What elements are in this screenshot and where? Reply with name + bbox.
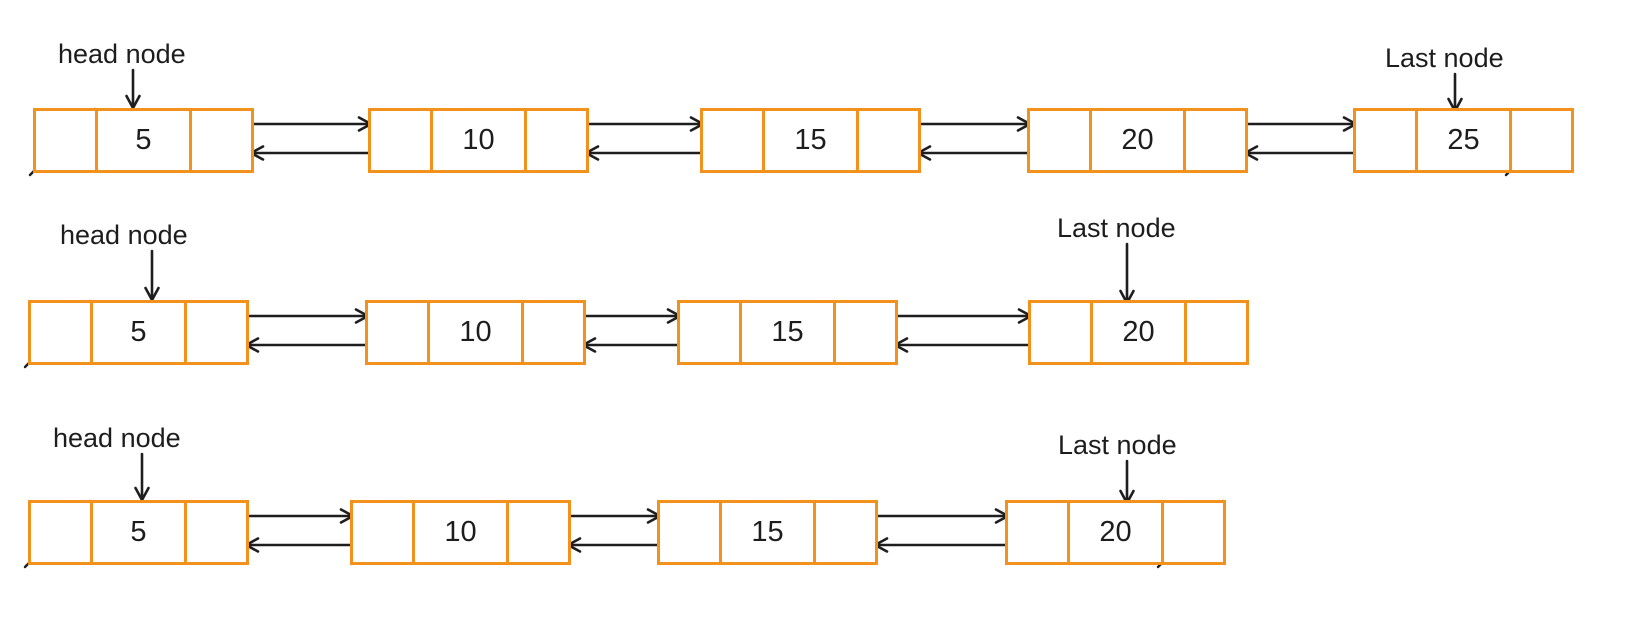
- list-node: 10: [368, 108, 589, 173]
- data-cell: 5: [90, 300, 187, 365]
- next-link-arrow: [880, 308, 1033, 324]
- next-link-arrow: [571, 116, 705, 132]
- prev-pointer-cell: [1353, 108, 1418, 173]
- node-value: 10: [444, 516, 477, 548]
- prev-pointer-cell: [368, 108, 433, 173]
- next-pointer-cell: [521, 300, 586, 365]
- list-node: 15: [700, 108, 921, 173]
- head-node-arrow: [144, 249, 160, 302]
- next-link-arrow: [236, 116, 373, 132]
- prev-pointer-cell: [1027, 108, 1092, 173]
- last-node-arrow: [1119, 459, 1135, 505]
- head-node-label: head node: [53, 423, 181, 453]
- node-value: 15: [794, 124, 827, 156]
- node-value: 5: [135, 124, 152, 156]
- prev-pointer-cell: [657, 500, 722, 565]
- next-pointer-cell: [184, 500, 249, 565]
- node-value: 10: [459, 316, 492, 348]
- prev-pointer-cell: [365, 300, 430, 365]
- list-node: 5: [33, 108, 254, 173]
- list-node: 15: [657, 500, 878, 565]
- prev-pointer-cell: [677, 300, 742, 365]
- next-link-arrow: [231, 308, 370, 324]
- list-node: 20: [1028, 300, 1249, 365]
- list-node: 10: [350, 500, 571, 565]
- data-cell: 5: [95, 108, 192, 173]
- next-pointer-cell: [184, 300, 249, 365]
- data-cell: 15: [739, 300, 836, 365]
- next-link-arrow: [903, 116, 1032, 132]
- node-value: 5: [130, 316, 147, 348]
- next-pointer-cell: [1161, 500, 1226, 565]
- data-cell: 15: [762, 108, 859, 173]
- prev-pointer-cell: [350, 500, 415, 565]
- head-node-arrow: [125, 68, 141, 110]
- next-link-arrow: [1230, 116, 1358, 132]
- prev-pointer-cell: [700, 108, 765, 173]
- prev-pointer-cell: [28, 500, 93, 565]
- last-node-label: Last node: [1385, 43, 1504, 73]
- next-link-arrow: [231, 508, 355, 524]
- node-value: 20: [1122, 316, 1155, 348]
- prev-link-arrow: [873, 537, 1027, 553]
- node-value: 25: [1447, 124, 1480, 156]
- data-cell: 20: [1089, 108, 1186, 173]
- list-node: 25: [1353, 108, 1574, 173]
- head-node-label: head node: [58, 39, 186, 69]
- last-node-label: Last node: [1058, 430, 1177, 460]
- node-value: 20: [1121, 124, 1154, 156]
- head-node-arrow: [134, 452, 150, 502]
- data-cell: 20: [1090, 300, 1187, 365]
- next-pointer-cell: [506, 500, 571, 565]
- next-pointer-cell: [813, 500, 878, 565]
- last-node-label: Last node: [1057, 213, 1176, 243]
- data-cell: 5: [90, 500, 187, 565]
- list-node: 15: [677, 300, 898, 365]
- data-cell: 10: [430, 108, 527, 173]
- prev-pointer-cell: [28, 300, 93, 365]
- list-node: 10: [365, 300, 586, 365]
- data-cell: 15: [719, 500, 816, 565]
- next-pointer-cell: [524, 108, 589, 173]
- data-cell: 10: [412, 500, 509, 565]
- data-cell: 20: [1067, 500, 1164, 565]
- node-value: 5: [130, 516, 147, 548]
- next-pointer-cell: [856, 108, 921, 173]
- head-node-label: head node: [60, 220, 188, 250]
- node-value: 10: [462, 124, 495, 156]
- prev-pointer-cell: [1028, 300, 1093, 365]
- last-node-arrow: [1119, 242, 1135, 305]
- prev-pointer-cell: [1005, 500, 1070, 565]
- prev-link-arrow: [893, 337, 1050, 353]
- next-pointer-cell: [1509, 108, 1574, 173]
- node-value: 15: [751, 516, 784, 548]
- next-link-arrow: [860, 508, 1010, 524]
- data-cell: 10: [427, 300, 524, 365]
- list-node: 20: [1005, 500, 1226, 565]
- data-cell: 25: [1415, 108, 1512, 173]
- prev-pointer-cell: [33, 108, 98, 173]
- node-value: 20: [1099, 516, 1132, 548]
- next-pointer-cell: [1184, 300, 1249, 365]
- node-value: 15: [771, 316, 804, 348]
- next-link-arrow: [568, 308, 682, 324]
- last-node-arrow: [1447, 72, 1463, 113]
- list-node: 5: [28, 500, 249, 565]
- list-node: 20: [1027, 108, 1248, 173]
- list-node: 5: [28, 300, 249, 365]
- next-pointer-cell: [833, 300, 898, 365]
- next-pointer-cell: [189, 108, 254, 173]
- next-pointer-cell: [1183, 108, 1248, 173]
